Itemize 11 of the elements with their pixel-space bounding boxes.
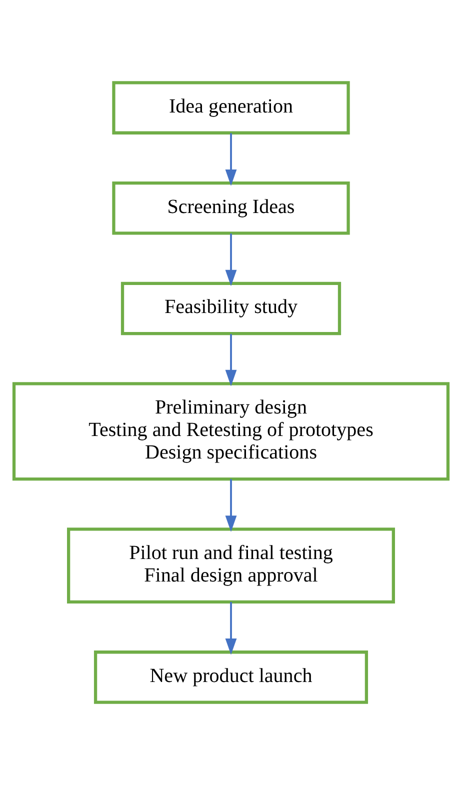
node-box: Preliminary design Testing and Retesting of prototypes Design specifications bbox=[12, 382, 450, 481]
node-box: Screening Ideas bbox=[112, 181, 350, 235]
node-box: Idea generation bbox=[112, 81, 350, 134]
arrow bbox=[224, 133, 236, 186]
node-box: New product launch bbox=[93, 650, 368, 704]
node-box: Feasibility study bbox=[120, 282, 341, 336]
node-box: Pilot run and final testing Final design approval bbox=[66, 528, 394, 604]
arrow bbox=[224, 334, 236, 386]
arrow bbox=[224, 234, 236, 286]
arrow bbox=[224, 602, 236, 655]
arrow bbox=[224, 479, 236, 532]
